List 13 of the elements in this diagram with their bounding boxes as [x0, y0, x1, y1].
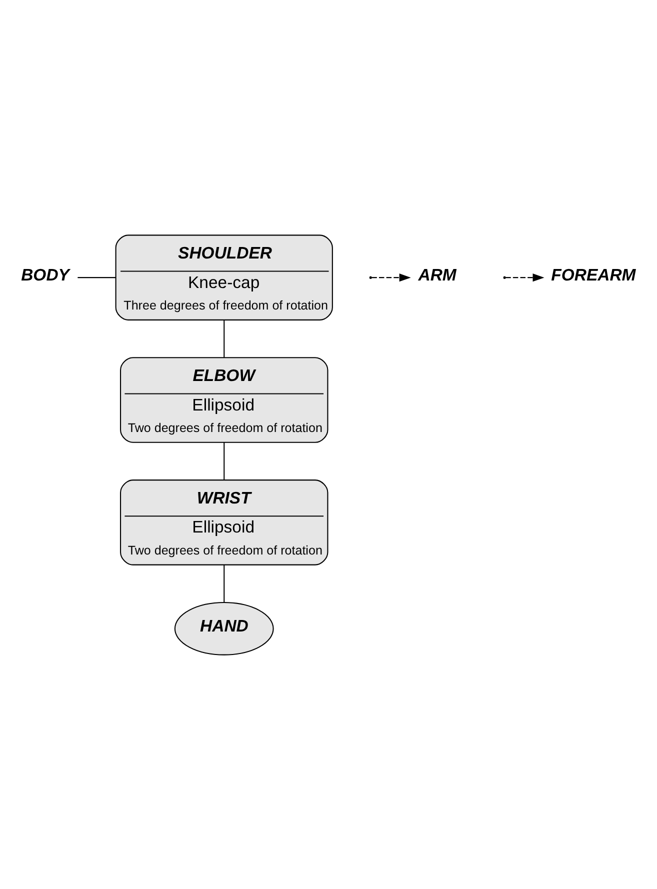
node-ellipse: HAND — [174, 601, 274, 655]
connector — [224, 564, 225, 602]
node-box: WRIST Ellipsoid Two degrees of freedom of rotation — [120, 479, 328, 565]
connector — [224, 320, 225, 357]
connector — [224, 442, 225, 480]
connector — [78, 276, 116, 278]
arrow — [372, 273, 411, 282]
node-text: FOREARM — [551, 264, 636, 284]
node-box: ELBOW Ellipsoid Two degrees of freedom of rotation — [120, 356, 328, 442]
arrow — [506, 273, 544, 282]
node-text: ARM — [418, 264, 456, 284]
node-box: SHOULDER Knee-cap Three degrees of freedom of rotation — [115, 234, 333, 320]
node-text: BODY — [21, 264, 70, 284]
